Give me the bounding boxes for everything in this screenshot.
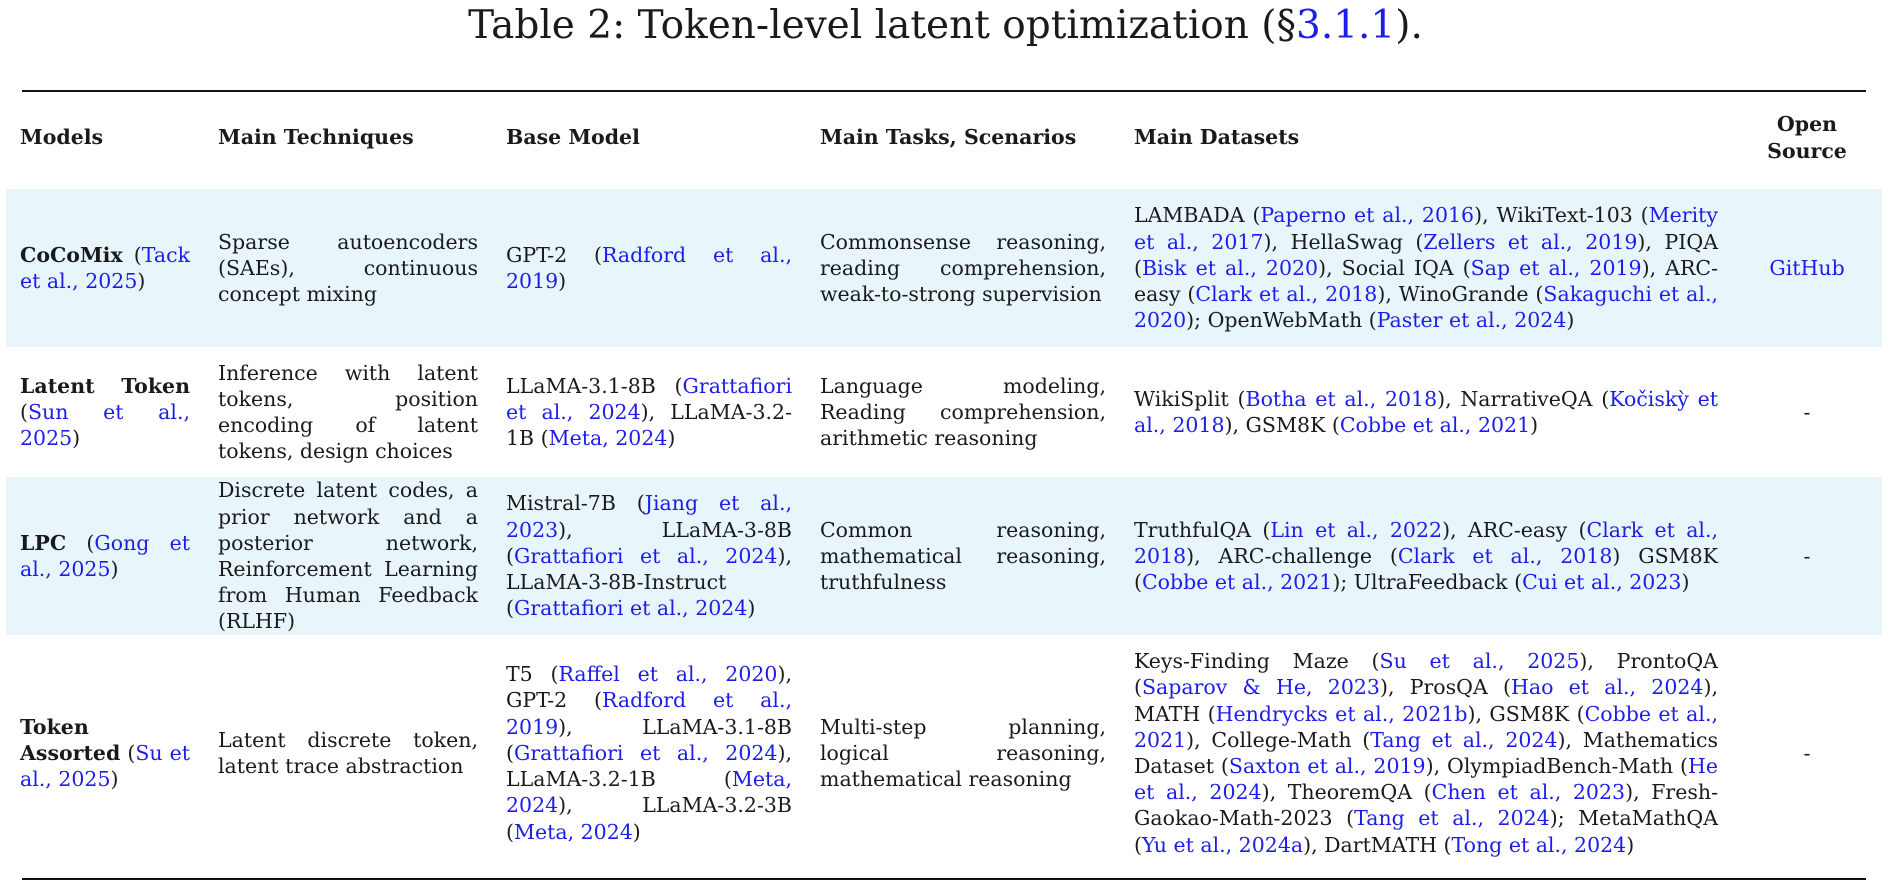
citation-link[interactable]: Botha et al., 2018	[1245, 386, 1438, 411]
citation-link[interactable]: Sun et al., 2025	[20, 399, 190, 451]
base-model-cell[interactable]: LLaMA-3.1-8B (Grattafiori et al., 2024),…	[506, 373, 792, 451]
open-source-cell: GitHub	[1732, 189, 1882, 347]
citation-link[interactable]: Tack et al., 2025	[20, 242, 190, 293]
citation-link[interactable]: Raffel et al., 2020	[558, 662, 778, 687]
col-header-tasks: Main Tasks, Scenarios	[820, 125, 1077, 150]
techniques-cell: Latent discrete token, latent trace abst…	[218, 727, 478, 778]
github-link[interactable]: GitHub	[1769, 255, 1845, 280]
table-row: CoCoMix (Tack et al., 2025) Sparse autoe…	[6, 189, 1882, 347]
base-model-cell[interactable]: Mistral-7B (Jiang et al., 2023), LLaMA-3…	[492, 477, 806, 635]
citation-link[interactable]: Clark et al., 2018	[1134, 517, 1719, 568]
model-cell: Latent Token (Sun et al., 2025)	[6, 347, 204, 477]
citation-link[interactable]: Grattafiori et al., 2024	[506, 373, 792, 424]
tasks-cell: Language modeling, Reading comprehension…	[820, 373, 1106, 451]
citation-link[interactable]: Grattafiori et al., 2024	[514, 543, 778, 568]
table-row: Latent Token (Sun et al., 2025) Inferenc…	[6, 347, 1882, 477]
citation-link[interactable]: Yu et al., 2024a	[1142, 832, 1304, 857]
col-header-datasets: Main Datasets	[1134, 125, 1300, 150]
citation-link[interactable]: Grattafiori et al., 2024	[514, 740, 778, 765]
table-caption: Table 2: Token-level latent optimization…	[0, 2, 1891, 50]
citation-link[interactable]: Cobbe et al., 2021	[1142, 570, 1333, 595]
table-row: Token Assorted (Su et al., 2025) Latent …	[6, 635, 1882, 871]
citation-link[interactable]: Bisk et al., 2020	[1142, 255, 1319, 280]
citation-link[interactable]: Hao et al., 2024	[1511, 675, 1704, 700]
citation-link[interactable]: Meta, 2024	[548, 426, 668, 451]
model-cell: LPC (Gong et al., 2025)	[6, 477, 204, 635]
citation-link[interactable]: Saparov & He, 2023	[1142, 675, 1380, 700]
citation-link[interactable]: Paperno et al., 2016	[1260, 203, 1475, 228]
model-cell: CoCoMix (Tack et al., 2025)	[6, 189, 204, 347]
citation-link[interactable]: Saxton et al., 2019	[1228, 754, 1426, 778]
col-header-models: Models	[20, 125, 104, 150]
citation-link[interactable]: Sap et al., 2019	[1470, 255, 1642, 280]
citation-link[interactable]: He et al., 2024	[1134, 754, 1718, 805]
col-header-base-model: Base Model	[506, 125, 640, 150]
header-row: Models Main Techniques Base Model Main T…	[6, 92, 1882, 183]
base-model-cell[interactable]: GPT-2 (Radford et al., 2019)	[492, 189, 806, 347]
section-ref-link[interactable]: 3.1.1	[1296, 3, 1396, 48]
citation-link[interactable]: Clark et al., 2018	[1397, 543, 1613, 568]
tasks-cell: Commonsense reasoning, reading comprehen…	[806, 189, 1120, 347]
citation-link[interactable]: Sakaguchi et al., 2020	[1134, 282, 1718, 333]
citation-link[interactable]: Hendrycks et al., 2021b	[1215, 701, 1468, 726]
model-cell: Token Assorted (Su et al., 2025)	[6, 635, 204, 871]
col-header-open-source: Open Source	[1767, 112, 1847, 163]
citation-link[interactable]: Radford et al., 2019	[506, 242, 792, 293]
citation-link[interactable]: Zellers et al., 2019	[1423, 229, 1638, 254]
citation-link[interactable]: Cobbe et al., 2021	[1339, 413, 1531, 437]
open-source-cell: -	[1803, 399, 1811, 424]
tasks-cell: Common reasoning, mathematical reasoning…	[806, 477, 1120, 635]
model-name: CoCoMix	[20, 242, 123, 267]
comparison-table: Models Main Techniques Base Model Main T…	[6, 92, 1882, 871]
caption-suffix: ).	[1395, 3, 1423, 48]
model-name: Latent Token	[20, 373, 190, 398]
model-citation[interactable]: (Gong et al., 2025)	[20, 530, 190, 581]
citation-link[interactable]: Tang et al., 2024	[1354, 806, 1550, 831]
citation-link[interactable]: Chen et al., 2023	[1431, 780, 1626, 805]
spacer-row	[6, 183, 1882, 189]
model-name: Token Assorted	[20, 714, 121, 765]
citation-link[interactable]: Cobbe et al., 2021	[1134, 701, 1718, 752]
citation-link[interactable]: Gong et al., 2025	[20, 530, 190, 581]
datasets-cell[interactable]: TruthfulQA (Lin et al., 2022), ARC-easy …	[1120, 477, 1732, 635]
citation-link[interactable]: Tang et al., 2024	[1370, 727, 1558, 752]
citation-link[interactable]: Kočiskỳ et al., 2018	[1134, 386, 1718, 437]
base-model-cell[interactable]: T5 (Raffel et al., 2020), GPT-2 (Radford…	[506, 662, 792, 844]
open-source-cell: -	[1732, 477, 1882, 635]
caption-prefix: Table 2: Token-level latent optimization…	[468, 3, 1296, 48]
techniques-cell: Sparse autoencoders (SAEs), continuous c…	[204, 189, 492, 347]
citation-link[interactable]: Radford et al., 2019	[506, 688, 792, 739]
citation-link[interactable]: Cui et al., 2023	[1522, 570, 1682, 595]
techniques-cell: Inference with latent tokens, position e…	[218, 360, 478, 464]
citation-link[interactable]: Clark et al., 2018	[1195, 282, 1378, 307]
citation-link[interactable]: Paster et al., 2024	[1376, 308, 1567, 333]
model-citation[interactable]: (Su et al., 2025)	[20, 740, 190, 792]
datasets-cell[interactable]: WikiSplit (Botha et al., 2018), Narrativ…	[1134, 386, 1718, 437]
model-name: LPC	[20, 530, 67, 555]
table-row: LPC (Gong et al., 2025) Discrete latent …	[6, 477, 1882, 635]
top-rule	[22, 90, 1866, 92]
open-source-cell: -	[1803, 740, 1811, 765]
techniques-cell: Discrete latent codes, a prior network a…	[204, 477, 492, 635]
datasets-cell[interactable]: LAMBADA (Paperno et al., 2016), WikiText…	[1120, 189, 1732, 347]
citation-link[interactable]: Su et al., 2025	[1379, 649, 1580, 674]
citation-link[interactable]: Meta, 2024	[506, 767, 792, 818]
citation-link[interactable]: Tong et al., 2024	[1451, 832, 1627, 857]
citation-link[interactable]: Jiang et al., 2023	[506, 491, 792, 542]
col-header-techniques: Main Techniques	[218, 125, 414, 150]
model-citation[interactable]: (Sun et al., 2025)	[20, 399, 190, 451]
bottom-rule	[22, 878, 1866, 880]
citation-link[interactable]: Lin et al., 2022	[1270, 517, 1443, 542]
model-citation[interactable]: (Tack et al., 2025)	[20, 242, 190, 293]
citation-link[interactable]: Grattafiori et al., 2024	[514, 596, 748, 621]
citation-link[interactable]: Su et al., 2025	[20, 740, 190, 792]
citation-link[interactable]: Meta, 2024	[514, 819, 633, 844]
tasks-cell: Multi-step planning, logical reasoning, …	[820, 714, 1106, 792]
datasets-cell[interactable]: Keys-Finding Maze (Su et al., 2025), Pro…	[1134, 649, 1719, 857]
citation-link[interactable]: Merity et al., 2017	[1134, 203, 1718, 254]
